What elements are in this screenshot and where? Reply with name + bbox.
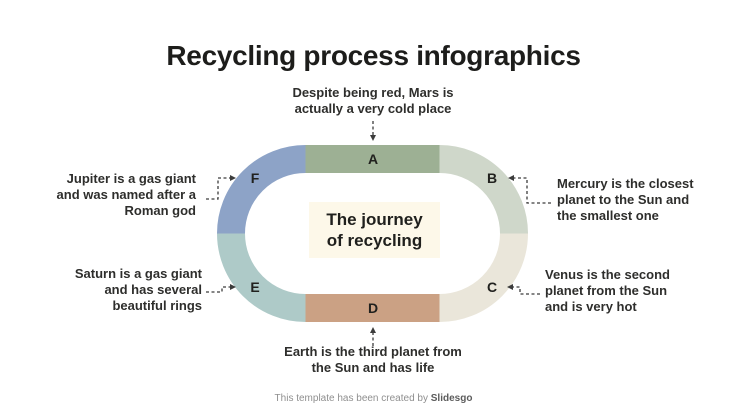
ring-segment-b: [438, 145, 528, 235]
center-caption: The journey of recycling: [309, 202, 440, 258]
arrow-to-segment-f: [206, 175, 236, 200]
footer-credit: This template has been created by Slides…: [0, 393, 747, 404]
ring-segment-c: [438, 232, 528, 322]
footer-brand: Slidesgo: [430, 393, 473, 404]
annotation-segment-a: Despite being red, Mars is actually a ve…: [292, 85, 454, 116]
segment-label-c: C: [486, 279, 498, 295]
segment-label-f: F: [250, 170, 260, 186]
annotation-segment-f: Jupiter is a gas giant and was named aft…: [56, 171, 196, 218]
ring-segment-e: [217, 232, 307, 322]
annotation-segment-e: Saturn is a gas giant and has several be…: [74, 266, 202, 313]
annotation-segment-b: Mercury is the closest planet to the Sun…: [557, 176, 694, 223]
annotation-segment-c: Venus is the second planet from the Sun …: [545, 267, 670, 314]
arrow-to-segment-b: [508, 175, 551, 204]
segment-label-d: D: [367, 300, 379, 316]
segment-label-b: B: [486, 170, 498, 186]
arrow-to-segment-c: [507, 284, 540, 295]
segment-label-a: A: [367, 151, 379, 167]
segment-label-e: E: [250, 279, 260, 295]
page-title: Recycling process infographics: [166, 40, 581, 71]
annotation-segment-d: Earth is the third planet from the Sun a…: [284, 344, 462, 375]
arrow-to-segment-e: [206, 284, 236, 293]
ring-segment-f: [217, 145, 307, 235]
footer-credit-text: This template has been created by: [274, 393, 431, 404]
